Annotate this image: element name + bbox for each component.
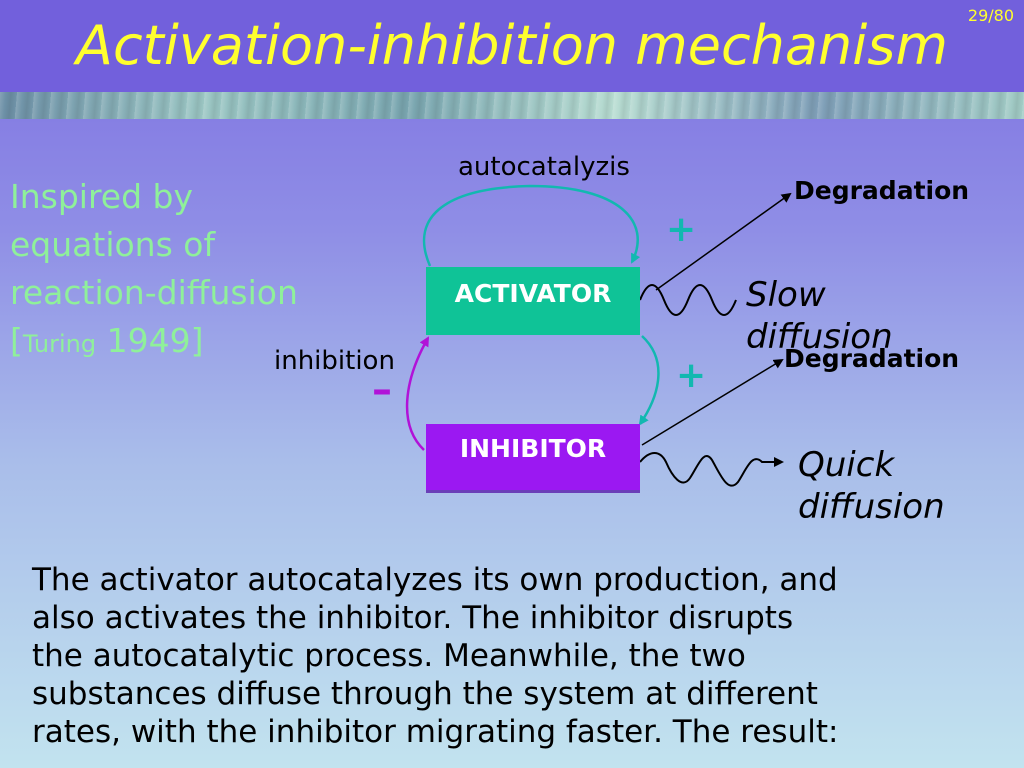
quick-diffusion-wave — [639, 452, 784, 487]
citation-name: Turing — [22, 330, 97, 358]
inspired-line-3: reaction-diffusion — [10, 273, 298, 312]
slow-diffusion-wave — [639, 284, 737, 316]
degradation-label-bottom: Degradation — [784, 344, 960, 373]
degradation-arrow-top — [655, 192, 792, 291]
page-number: 29/80 — [967, 6, 1014, 25]
degradation-arrow-bottom — [641, 358, 784, 446]
inhibition-label: inhibition — [274, 346, 395, 376]
title-bar — [0, 0, 1024, 92]
citation: [Turing 1949] — [10, 317, 370, 368]
activator-box: ACTIVATOR — [426, 267, 640, 335]
explanation-paragraph: The activator autocatalyzes its own prod… — [32, 562, 839, 750]
quick-diffusion-label: Quick diffusion — [798, 445, 945, 527]
inhibitor-box: INHIBITOR — [426, 424, 640, 490]
activation-arrow — [638, 335, 660, 426]
decorative-stripe — [0, 92, 1024, 119]
slow-diffusion-label: Slow diffusion — [746, 275, 893, 357]
degradation-label-top: Degradation — [794, 176, 970, 205]
inhibition-arrow — [405, 336, 430, 451]
activator-label: ACTIVATOR — [454, 279, 612, 308]
citation-bracket: [ — [10, 321, 23, 360]
inspired-note: Inspired by equations of reaction-diffus… — [10, 173, 370, 368]
inspired-line-1: Inspired by — [10, 177, 194, 216]
slide-title: Activation-inhibition mechanism — [76, 14, 948, 77]
inspired-line-2: equations of — [10, 225, 216, 264]
citation-year: 1949] — [96, 321, 204, 360]
autocatalysis-label: autocatalyzis — [458, 152, 630, 182]
plus-sign-bottom: + — [676, 355, 707, 396]
inhibitor-label: INHIBITOR — [459, 434, 607, 463]
minus-sign: – — [372, 367, 392, 413]
plus-sign-top: + — [666, 209, 697, 250]
autocatalysis-arrow — [422, 184, 641, 267]
